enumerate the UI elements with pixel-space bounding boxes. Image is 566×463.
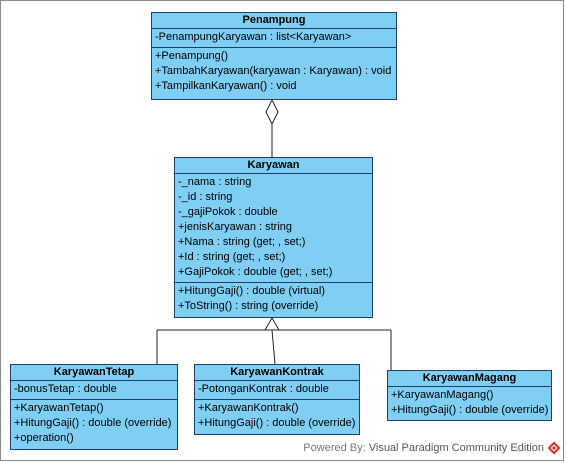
attribute: -_id : string	[178, 191, 233, 203]
operation: +HitungGaji() : double (override)	[391, 404, 549, 416]
class-name: Karyawan	[175, 158, 372, 174]
attributes-section: -PenampungKaryawan : list<Karyawan>	[152, 29, 396, 48]
class-karyawan-tetap[interactable]: KaryawanTetap -bonusTetap : double +Kary…	[10, 364, 178, 450]
aggregation-diamond	[265, 98, 279, 126]
attribute: +jenisKaryawan : string	[178, 221, 293, 233]
operation: +KaryawanTetap()	[14, 402, 104, 414]
attributes-section: -PotonganKontrak : double	[195, 381, 359, 400]
attributes-section: -_nama : string -_id : string -_gajiPoko…	[175, 174, 372, 283]
class-name: KaryawanMagang	[388, 371, 551, 387]
attribute: +GajiPokok : double (get; , set;)	[178, 266, 333, 278]
attribute: -_nama : string	[178, 176, 252, 188]
operation: +HitungGaji() : double (override)	[198, 417, 356, 429]
class-karyawan-kontrak[interactable]: KaryawanKontrak -PotonganKontrak : doubl…	[194, 364, 360, 435]
class-name: Penampung	[152, 13, 396, 29]
operation: +KaryawanKontrak()	[198, 402, 299, 414]
powered-by-footer: Powered By: Visual Paradigm Community Ed…	[303, 442, 544, 454]
operations-section: +KaryawanMagang() +HitungGaji() : double…	[388, 387, 551, 420]
operations-section: +KaryawanKontrak() +HitungGaji() : doubl…	[195, 400, 359, 433]
product-name: Visual Paradigm Community Edition	[368, 442, 544, 454]
generalization-arrow	[264, 317, 280, 331]
operation: +Penampung()	[155, 50, 229, 62]
class-penampung[interactable]: Penampung -PenampungKaryawan : list<Kary…	[151, 12, 397, 100]
attributes-section: -bonusTetap : double	[11, 381, 177, 400]
operation: +HitungGaji() : double (override)	[14, 417, 172, 429]
class-karyawan[interactable]: Karyawan -_nama : string -_id : string -…	[174, 157, 373, 318]
attribute: -_gajiPokok : double	[178, 206, 278, 218]
operations-section: +HitungGaji() : double (virtual) +ToStri…	[175, 283, 372, 316]
operation: +ToString() : string (override)	[178, 300, 319, 312]
class-name: KaryawanKontrak	[195, 365, 359, 381]
attribute: +Id : string (get; , set;)	[178, 251, 286, 263]
operation: +TampilkanKaryawan() : void	[155, 80, 297, 92]
attribute: -PotonganKontrak : double	[198, 383, 329, 395]
class-name: KaryawanTetap	[11, 365, 177, 381]
operation: +KaryawanMagang()	[391, 389, 494, 401]
operation: +TambahKaryawan(karyawan : Karyawan) : v…	[155, 65, 392, 77]
operation: +HitungGaji() : double (virtual)	[178, 285, 326, 297]
powered-by-text: Powered By	[303, 442, 363, 454]
generalization-stem	[271, 329, 276, 365]
operations-section: +KaryawanTetap() +HitungGaji() : double …	[11, 400, 177, 448]
operation: +operation()	[14, 432, 74, 444]
operations-section: +Penampung() +TambahKaryawan(karyawan : …	[152, 48, 396, 96]
attribute: -bonusTetap : double	[14, 383, 117, 395]
attribute: +Nama : string (get; , set;)	[178, 236, 306, 248]
attribute: -PenampungKaryawan : list<Karyawan>	[155, 31, 352, 43]
class-karyawan-magang[interactable]: KaryawanMagang +KaryawanMagang() +Hitung…	[387, 370, 552, 421]
vp-logo-icon	[547, 441, 561, 455]
